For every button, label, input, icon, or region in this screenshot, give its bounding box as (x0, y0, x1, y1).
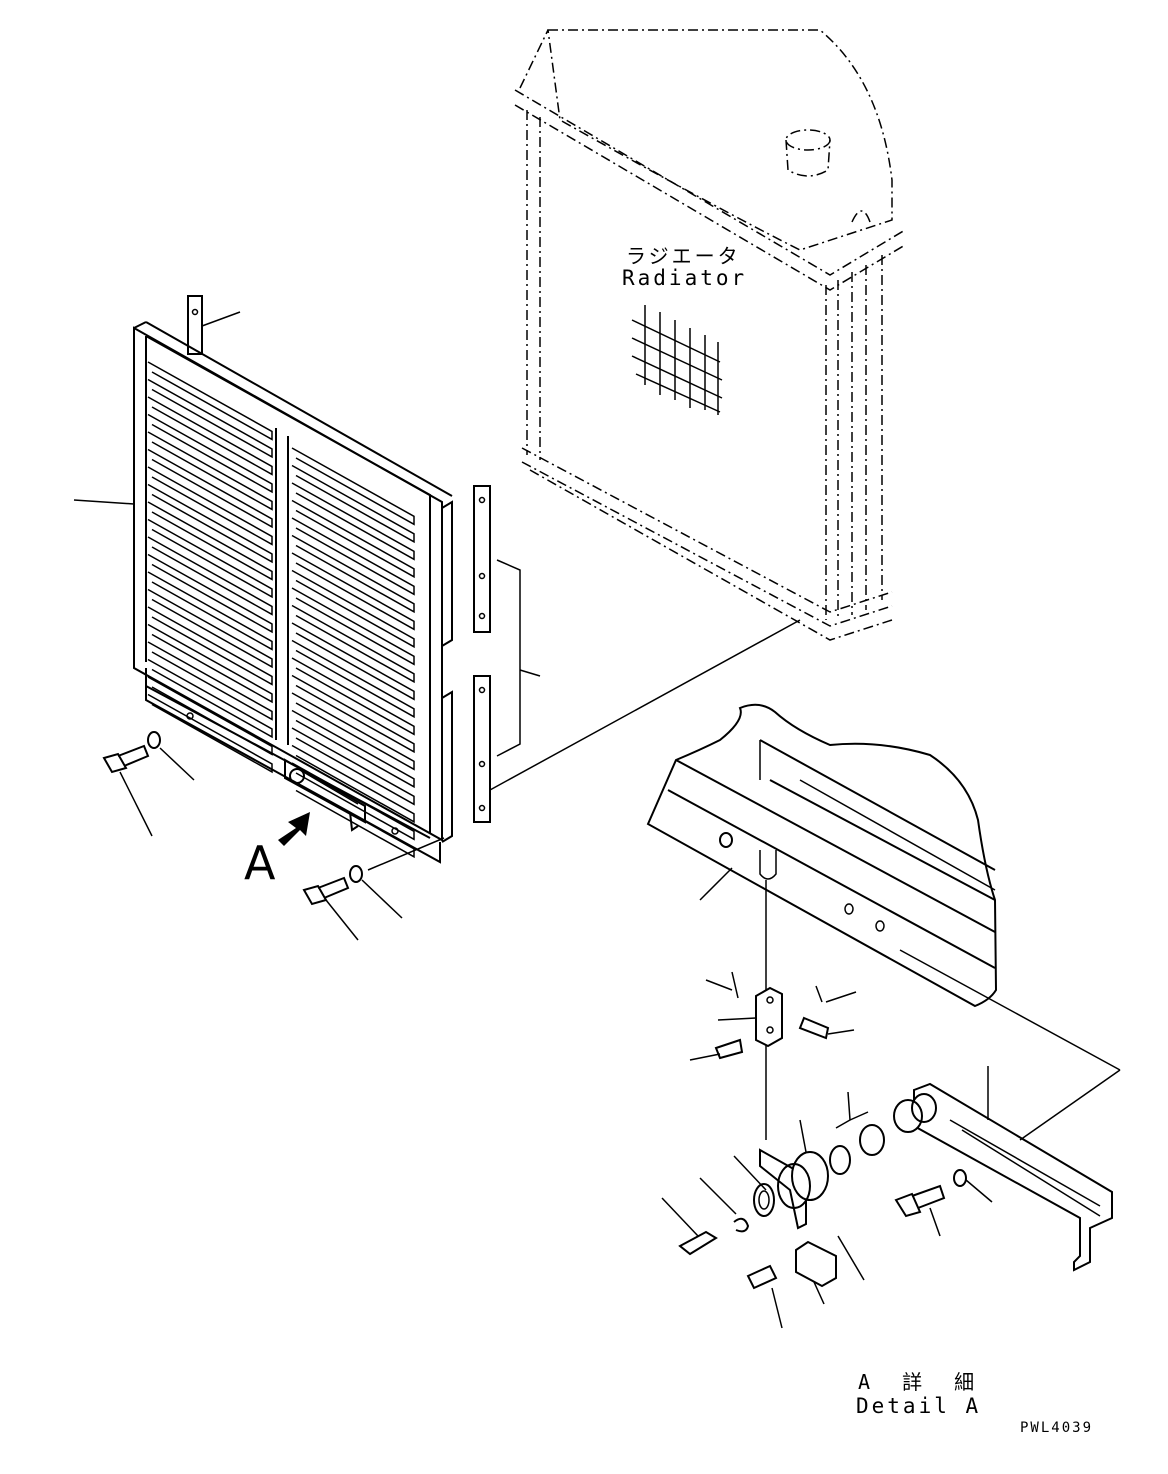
louver-slat (147, 483, 273, 564)
louver-slat (147, 361, 273, 441)
washer-icon (147, 731, 161, 749)
louver-slat (147, 413, 273, 494)
louver-slat (147, 658, 273, 739)
louver-slat (147, 606, 273, 686)
view-marker-label: A (244, 836, 276, 890)
louver-slat (147, 641, 273, 721)
louver-slat (291, 464, 415, 544)
louver-slat (147, 431, 273, 511)
grille-top-bracket (187, 295, 203, 355)
louver-slat (291, 674, 415, 754)
louver-slat (291, 639, 415, 719)
louver-slat (147, 623, 273, 704)
radiator-label-en: Radiator (622, 266, 748, 290)
view-arrow-icon (278, 812, 310, 846)
louver-slat (291, 709, 415, 789)
washer-icon (349, 865, 363, 883)
louver-slat (291, 447, 415, 526)
louver-slat (291, 569, 415, 649)
latch-arm-icon (893, 1082, 1113, 1272)
louver-slat (147, 396, 273, 476)
louver-slat (147, 571, 273, 651)
filler-cap-icon (785, 129, 871, 223)
leader-lines-right (661, 867, 993, 1329)
louver-slat (147, 518, 273, 599)
cotter-pin-icon (731, 971, 823, 1003)
louver-slat (147, 588, 273, 669)
louver-slat (147, 448, 273, 529)
washer-icon (953, 1169, 967, 1187)
radiator-label-jp: ラジエータ (626, 244, 741, 268)
louver-slat (291, 622, 415, 701)
radiator-core-grid (631, 305, 723, 415)
louver-slat (291, 587, 415, 666)
louver-slat (291, 604, 415, 684)
louver-slat (291, 482, 415, 561)
louver-slat (291, 692, 415, 771)
cover-strip-lower (473, 675, 491, 823)
block-icon (746, 1240, 837, 1290)
detail-label-en: Detail A (856, 1394, 982, 1418)
bushing-assembly-icon (678, 1124, 885, 1256)
louver-slat (147, 676, 273, 756)
louver-grille (133, 295, 453, 864)
drawing-code: PWL4039 (1020, 1420, 1094, 1436)
bolt-icon (894, 1184, 946, 1218)
frame-section (646, 703, 998, 1008)
louver-slat (291, 534, 415, 614)
louver-slat (291, 657, 415, 736)
louver-slat (147, 536, 273, 616)
louver-slat (147, 693, 273, 774)
louver-slat (291, 517, 415, 596)
louver-slat (291, 499, 415, 579)
louver-slat (291, 762, 415, 841)
detail-label-jp: A 詳 細 (858, 1370, 985, 1394)
radiator-outline (514, 29, 906, 641)
louver-slat (147, 553, 273, 634)
louver-slat (147, 501, 273, 581)
cover-strip-upper (473, 485, 491, 633)
louver-slat (291, 552, 415, 631)
louver-slat (291, 727, 415, 806)
louver-slats-left (147, 361, 273, 774)
louver-slat (147, 378, 273, 459)
leader-lines-left (73, 311, 801, 941)
louver-slat (291, 744, 415, 824)
bolt-icon (102, 744, 150, 774)
hinge-block-icon (755, 986, 783, 1048)
louver-slats-right (291, 447, 415, 859)
latch-mechanism (284, 758, 366, 832)
louver-slat (147, 466, 273, 546)
